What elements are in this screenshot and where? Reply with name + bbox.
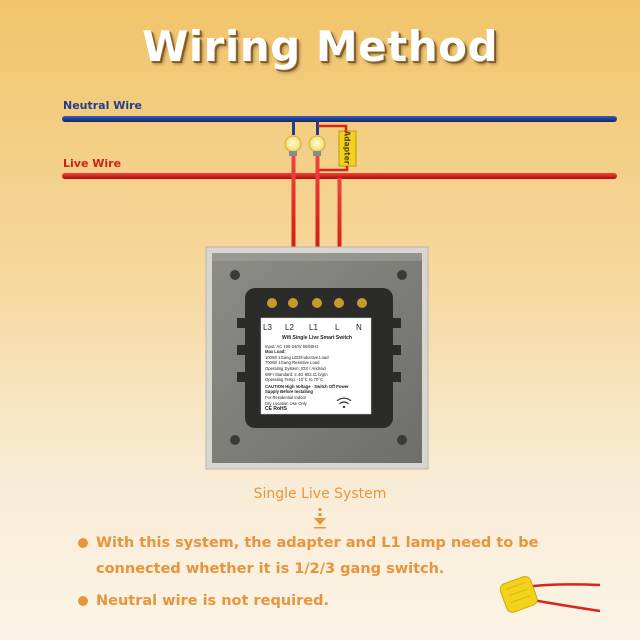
bullet-list: With this system, the adapter and L1 lam… <box>78 530 598 614</box>
adapter-label: Adapter <box>342 130 352 165</box>
lamp-2-wire <box>315 156 320 304</box>
sticker-caution: CAUTION High Voltage · Switch Off Power <box>265 383 349 389</box>
system-label: Single Live System <box>253 486 387 502</box>
wifi-icon <box>336 397 352 409</box>
terminal-label-n: N <box>356 323 362 332</box>
bulb-2-neutral-lead <box>316 121 319 135</box>
bullet-dot-icon <box>78 538 88 548</box>
bullet-dot-icon <box>78 596 88 606</box>
live-wire-label: Live Wire <box>63 157 122 170</box>
sticker-line: Operating Temp: -10°C to 70°C <box>265 377 323 383</box>
adapter-bottom-lead <box>318 166 349 172</box>
live-wire <box>62 173 617 179</box>
sticker-caution: Dry Location Use Only <box>265 400 307 406</box>
sticker-line: Max Load: <box>265 349 286 355</box>
bullet-text: Neutral wire is not required. <box>96 593 330 609</box>
sticker-caution: For Residential Indoor <box>265 394 307 400</box>
adapter-product-image <box>499 576 601 613</box>
sticker-line: Operating System: IOS / Android <box>265 365 326 371</box>
sticker-line: 700W/ 1Gang Resistive Load <box>265 360 320 366</box>
sticker-text: Wifi Single Live Smart Switch Input: AC … <box>265 335 369 413</box>
list-item: With this system, the adapter and L1 lam… <box>78 530 598 582</box>
neutral-wire <box>62 116 617 122</box>
sticker-line: 100W/ 1Gang LED/Inductive Load <box>265 354 329 360</box>
sticker-title: Wifi Single Live Smart Switch <box>282 335 352 341</box>
lamp-1-wire <box>291 156 296 304</box>
bullet-text: With this system, the adapter and L1 lam… <box>96 535 539 577</box>
adapter-top-lead <box>318 124 348 132</box>
sticker-line: Input: AC 100-240V 50/60Hz <box>265 343 319 349</box>
lamp-1-icon <box>284 135 302 156</box>
sticker-caution: Supply Before Installing <box>265 389 313 395</box>
arrow-down-icon <box>314 508 326 529</box>
list-item: Neutral wire is not required. <box>78 588 598 614</box>
neutral-wire-label: Neutral Wire <box>63 99 142 112</box>
sticker-line: WIFI Standard: 2.4G 802.11 b/g/n <box>265 371 328 377</box>
lamp-2-icon <box>308 135 326 156</box>
terminal-labels: L3 L2 L1 L N <box>263 323 373 333</box>
bulb-1-neutral-lead <box>292 121 295 135</box>
sticker-marks: CE RoHS <box>265 406 287 413</box>
terminal-label-l3: L3 <box>263 323 272 332</box>
terminal-label-l1: L1 <box>309 323 318 332</box>
page-title: Wiring Method <box>141 22 499 71</box>
terminal-label-l2: L2 <box>285 323 294 332</box>
label-sticker <box>260 317 372 415</box>
terminal-label-l: L <box>335 323 340 332</box>
live-to-switch-wire <box>337 178 342 304</box>
